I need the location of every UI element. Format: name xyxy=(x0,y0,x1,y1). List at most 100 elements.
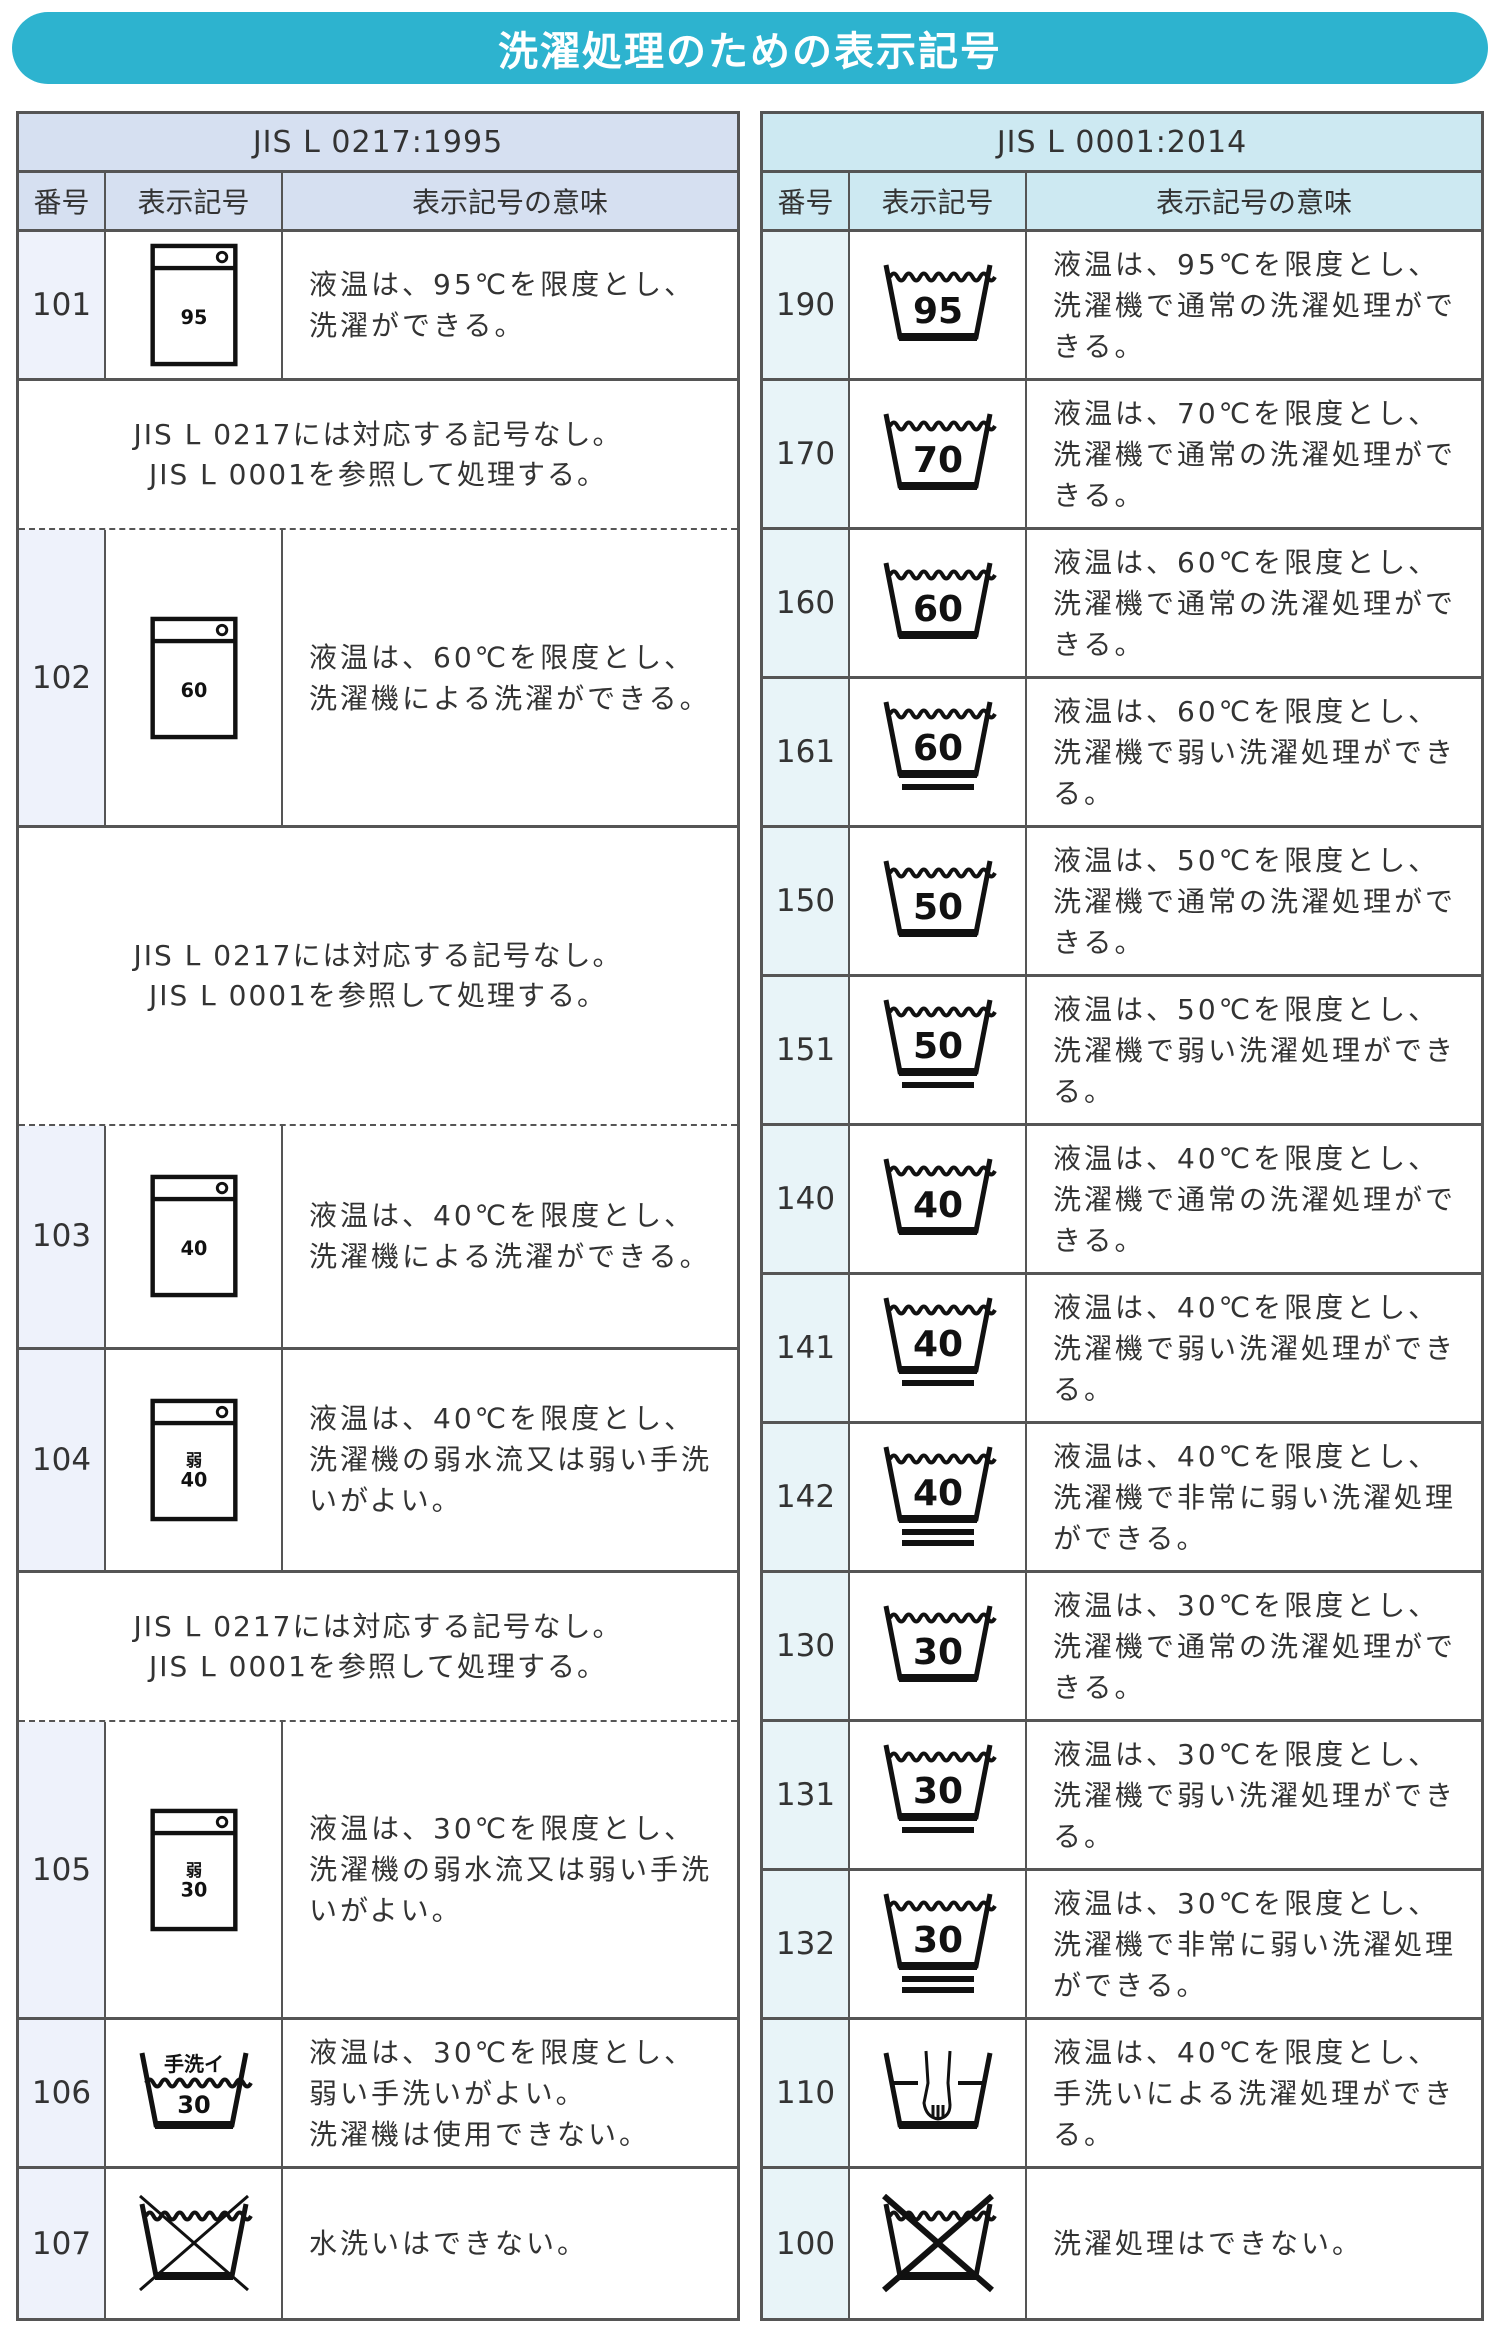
wash-tub-icon: 95 xyxy=(883,264,997,341)
washing-machine-icon: 弱 30 xyxy=(149,1808,238,1931)
header-symbol: 表示記号 xyxy=(106,173,283,229)
symbol-temperature: 60 xyxy=(912,728,962,769)
meaning-cell: 液温は、40℃を限度とし、洗濯機で弱い洗濯処理ができる。 xyxy=(1027,1275,1481,1421)
header-meaning: 表示記号の意味 xyxy=(411,186,608,219)
wash-tub-icon: 40 xyxy=(883,1446,997,1546)
meaning-cell: 液温は、30℃を限度とし、洗濯機の弱水流又は弱い手洗いがよい。 xyxy=(283,1722,737,2017)
table-body: 190 95 液温は、95℃を限度とし、洗濯機で通常の洗濯処理ができる。170 … xyxy=(763,232,1481,2318)
no-water-wash-icon xyxy=(138,2194,253,2291)
symbol-temperature: 40 xyxy=(912,1324,962,1365)
wash-tub-icon: 60 xyxy=(883,562,997,639)
row-number: 103 xyxy=(19,1126,106,1347)
row-number: 100 xyxy=(763,2169,850,2318)
row-number: 110 xyxy=(763,2020,850,2166)
row-number: 161 xyxy=(763,679,850,825)
table-row: 170 70 液温は、70℃を限度とし、洗濯機で通常の洗濯処理ができる。 xyxy=(763,381,1481,530)
washing-machine-icon: 60 xyxy=(149,616,238,739)
row-number: 151 xyxy=(763,977,850,1123)
table-row: 160 60 液温は、60℃を限度とし、洗濯機で通常の洗濯処理ができる。 xyxy=(763,530,1481,679)
washing-machine-icon: 95 xyxy=(149,243,238,367)
meaning-cell: 液温は、40℃を限度とし、洗濯機で非常に弱い洗濯処理ができる。 xyxy=(1027,1424,1481,1570)
symbol-temperature: 40 xyxy=(180,1237,207,1260)
header-symbol: 表示記号 xyxy=(850,173,1027,229)
meaning-cell: 液温は、60℃を限度とし、洗濯機による洗濯ができる。 xyxy=(283,530,737,825)
symbol-temperature: 50 xyxy=(912,887,962,928)
symbol-temperature: 95 xyxy=(912,291,962,332)
symbol-cell xyxy=(850,2020,1027,2166)
meaning-cell: 液温は、40℃を限度とし、洗濯機による洗濯ができる。 xyxy=(283,1126,737,1347)
symbol-label: 手洗イ xyxy=(164,2052,224,2076)
symbol-temperature: 50 xyxy=(912,1026,962,1067)
row-number: 132 xyxy=(763,1871,850,2017)
symbol-temperature: 70 xyxy=(912,440,962,481)
symbol-label: 弱 xyxy=(185,1451,201,1470)
symbol-cell xyxy=(850,2169,1027,2318)
table-row: 141 40 液温は、40℃を限度とし、洗濯機で弱い洗濯処理ができる。 xyxy=(763,1275,1481,1424)
symbol-cell: 40 xyxy=(850,1126,1027,1272)
row-number: 101 xyxy=(19,232,106,378)
meaning-cell: 液温は、30℃を限度とし、洗濯機で通常の洗濯処理ができる。 xyxy=(1027,1573,1481,1719)
note-line: JIS L 0217には対応する記号なし。 xyxy=(133,939,623,972)
meaning-text: 液温は、60℃を限度とし、洗濯機で通常の洗濯処理ができる。 xyxy=(1053,545,1457,661)
row-number: 140 xyxy=(763,1126,850,1272)
standard-header: JIS L 0217:1995 xyxy=(19,114,737,173)
table-row: 150 50 液温は、50℃を限度とし、洗濯機で通常の洗濯処理ができる。 xyxy=(763,828,1481,977)
table-row: 130 30 液温は、30℃を限度とし、洗濯機で通常の洗濯処理ができる。 xyxy=(763,1573,1481,1722)
meaning-text: 液温は、50℃を限度とし、洗濯機で通常の洗濯処理ができる。 xyxy=(1053,843,1457,959)
symbol-temperature: 30 xyxy=(912,1920,962,1961)
hand-wash-icon xyxy=(883,2050,992,2129)
meaning-text: 液温は、95℃を限度とし、洗濯機で通常の洗濯処理ができる。 xyxy=(1053,247,1457,363)
table-jis-l-0001: JIS L 0001:2014 番号 表示記号 表示記号の意味 190 95 液… xyxy=(760,111,1484,2321)
meaning-text: 液温は、30℃を限度とし、洗濯機の弱水流又は弱い手洗いがよい。 xyxy=(309,1812,713,1927)
meaning-text: 液温は、30℃を限度とし、洗濯機で弱い洗濯処理ができる。 xyxy=(1053,1737,1457,1853)
note-line: JIS L 0001を参照して処理する。 xyxy=(148,979,608,1012)
meaning-text: 洗濯処理はできない。 xyxy=(1053,2227,1364,2260)
meaning-cell: 液温は、40℃を限度とし、洗濯機の弱水流又は弱い手洗いがよい。 xyxy=(283,1350,737,1571)
table-row: 161 60 液温は、60℃を限度とし、洗濯機で弱い洗濯処理ができる。 xyxy=(763,679,1481,828)
symbol-cell: 弱 30 xyxy=(106,1722,283,2017)
meaning-cell: 液温は、40℃を限度とし、手洗いによる洗濯処理ができる。 xyxy=(1027,2020,1481,2166)
meaning-text: 水洗いはできない。 xyxy=(309,2227,589,2260)
wash-tub-icon: 30 xyxy=(883,1605,997,1682)
note-line: JIS L 0217には対応する記号なし。 xyxy=(133,1609,623,1643)
meaning-text: 液温は、30℃を限度とし、弱い手洗いがよい。 xyxy=(309,2035,696,2110)
symbol-temperature: 40 xyxy=(180,1468,207,1491)
wash-tub-icon: 70 xyxy=(883,413,997,490)
symbol-label: 弱 xyxy=(185,1860,201,1879)
symbol-cell xyxy=(106,2169,283,2318)
symbol-cell: 95 xyxy=(850,232,1027,378)
meaning-text: 液温は、30℃を限度とし、洗濯機で非常に弱い洗濯処理ができる。 xyxy=(1053,1886,1457,2002)
table-row: 104 弱 40 液温は、40℃を限度とし、洗濯機の弱水流又は弱い手洗いがよい。 xyxy=(19,1349,737,1573)
table-row: 100 洗濯処理はできない。 xyxy=(763,2169,1481,2318)
row-number: 104 xyxy=(19,1349,106,1570)
row-number: 107 xyxy=(19,2169,106,2318)
meaning-text: 液温は、40℃を限度とし、洗濯機で弱い洗濯処理ができる。 xyxy=(1053,1290,1457,1406)
symbol-temperature: 30 xyxy=(912,1632,962,1673)
meaning-cell: 液温は、50℃を限度とし、洗濯機で通常の洗濯処理ができる。 xyxy=(1027,828,1481,974)
meaning-text: 液温は、40℃を限度とし、洗濯機による洗濯ができる。 xyxy=(309,1199,711,1274)
symbol-cell: 弱 40 xyxy=(106,1349,283,1570)
note-row: JIS L 0217には対応する記号なし。 JIS L 0001を参照して処理する… xyxy=(19,828,737,1126)
table-row: 110 液温は、40℃を限度とし、手洗いによる洗濯処理ができる。 xyxy=(763,2020,1481,2169)
table-row: 102 60 液温は、60℃を限度とし、洗濯機による洗濯ができる。 xyxy=(19,530,737,828)
symbol-temperature: 60 xyxy=(180,679,207,702)
meaning-cell: 液温は、30℃を限度とし、洗濯機で非常に弱い洗濯処理ができる。 xyxy=(1027,1871,1481,2017)
wash-tub-icon: 30 xyxy=(883,1893,997,1993)
note-line: JIS L 0217には対応する記号なし。 xyxy=(133,417,623,451)
table-row: 190 95 液温は、95℃を限度とし、洗濯機で通常の洗濯処理ができる。 xyxy=(763,232,1481,381)
meaning-cell: 水洗いはできない。 xyxy=(283,2169,737,2318)
symbol-cell: 40 xyxy=(850,1275,1027,1421)
meaning-text: 液温は、40℃を限度とし、洗濯機で通常の洗濯処理ができる。 xyxy=(1053,1141,1457,1257)
symbol-temperature: 40 xyxy=(912,1185,962,1226)
standard-header: JIS L 0001:2014 xyxy=(763,114,1481,173)
table-body: 101 95 液温は、95℃を限度とし、洗濯ができる。JIS L 0217には対… xyxy=(19,232,737,2318)
symbol-temperature: 60 xyxy=(912,589,962,630)
row-number: 131 xyxy=(763,1722,850,1868)
table-row: 105 弱 30 液温は、30℃を限度とし、洗濯機の弱水流又は弱い手洗いがよい。 xyxy=(19,1722,737,2020)
wash-tub-icon: 50 xyxy=(883,999,997,1088)
symbol-cell: 60 xyxy=(850,679,1027,825)
meaning-text: 液温は、60℃を限度とし、洗濯機で弱い洗濯処理ができる。 xyxy=(1053,694,1457,810)
symbol-cell: 50 xyxy=(850,828,1027,974)
row-number: 106 xyxy=(19,2020,106,2166)
